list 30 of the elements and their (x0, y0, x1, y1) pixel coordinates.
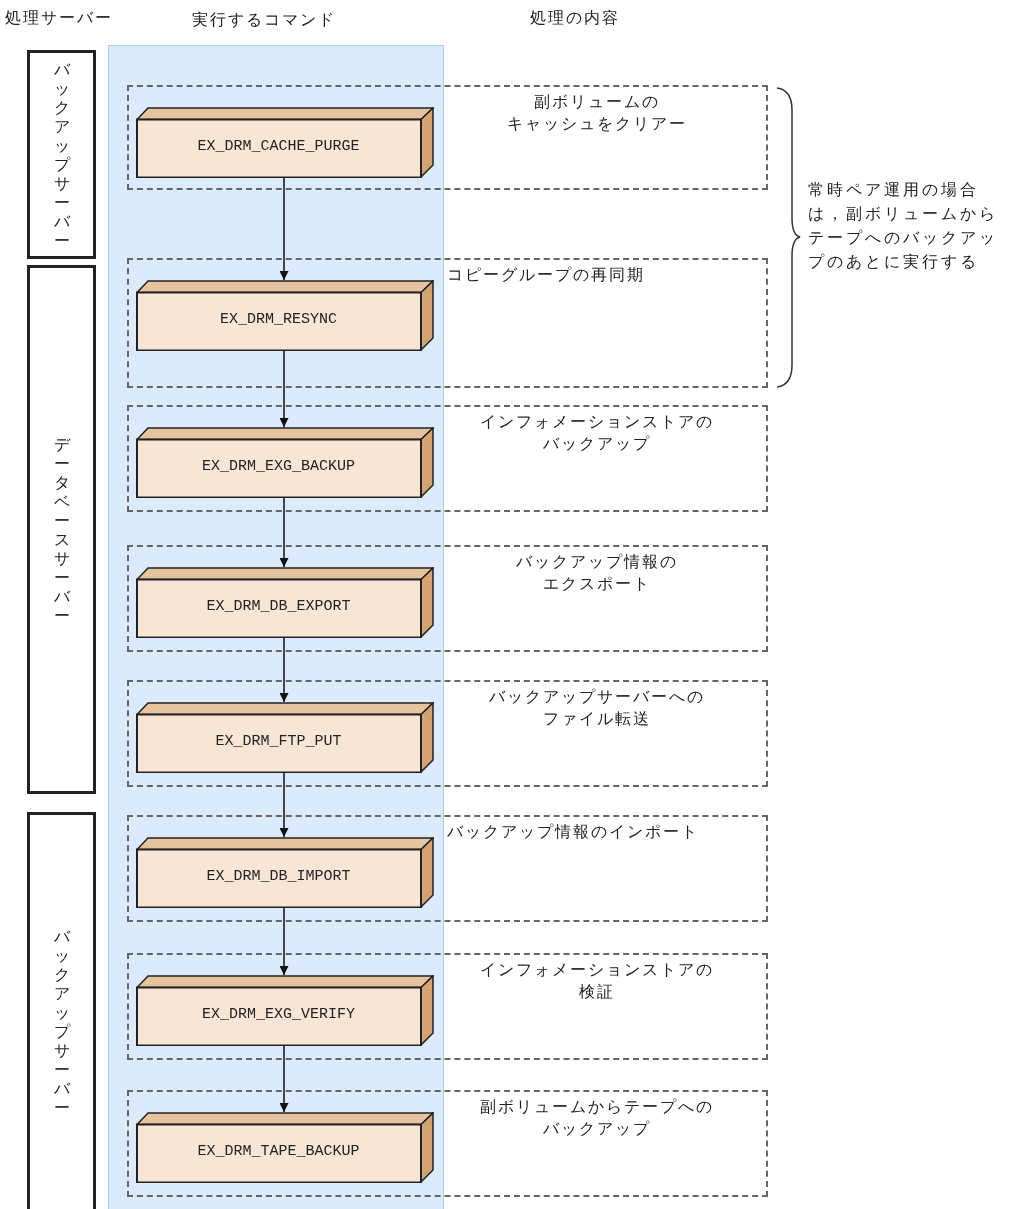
dashed-group-box (127, 545, 768, 652)
step-description: バックアップ情報のエクスポート (515, 551, 679, 595)
step-description: インフォメーションストアのバックアップ (479, 411, 715, 455)
dashed-group-box (127, 953, 768, 1060)
server-column-box: バックアップサーバー (27, 812, 96, 1209)
arrow (279, 772, 289, 838)
arrow (279, 637, 289, 703)
step-description: バックアップ情報のインポート (447, 821, 700, 843)
step-description: 副ボリュームからテープへのバックアップ (479, 1096, 715, 1140)
server-column-box: データベースサーバー (27, 265, 96, 794)
dashed-group-box (127, 85, 768, 190)
arrow (279, 1045, 289, 1113)
step-description: インフォメーションストアの検証 (479, 959, 715, 1003)
dashed-group-box (127, 815, 768, 922)
column-header: 実行するコマンド (192, 10, 336, 31)
dashed-group-box (127, 405, 768, 512)
arrow (279, 497, 289, 568)
arrow (279, 350, 289, 428)
server-column-box: バックアップサーバー (27, 50, 96, 259)
step-description: バックアップサーバーへのファイル転送 (488, 686, 706, 730)
arrow (279, 907, 289, 976)
dashed-group-box (127, 680, 768, 787)
dashed-group-box (127, 1090, 768, 1197)
arrow (279, 177, 289, 281)
column-header: 処理の内容 (530, 8, 620, 29)
dashed-group-box (127, 258, 768, 388)
step-description: 副ボリュームのキャッシュをクリアー (506, 91, 688, 135)
note-text: 常時ペア運用の場合は，副ボリュームからテープへのバックアップのあとに実行する (808, 179, 999, 273)
column-header: 処理サーバー (5, 8, 113, 29)
step-description: コピーグループの再同期 (447, 264, 646, 286)
